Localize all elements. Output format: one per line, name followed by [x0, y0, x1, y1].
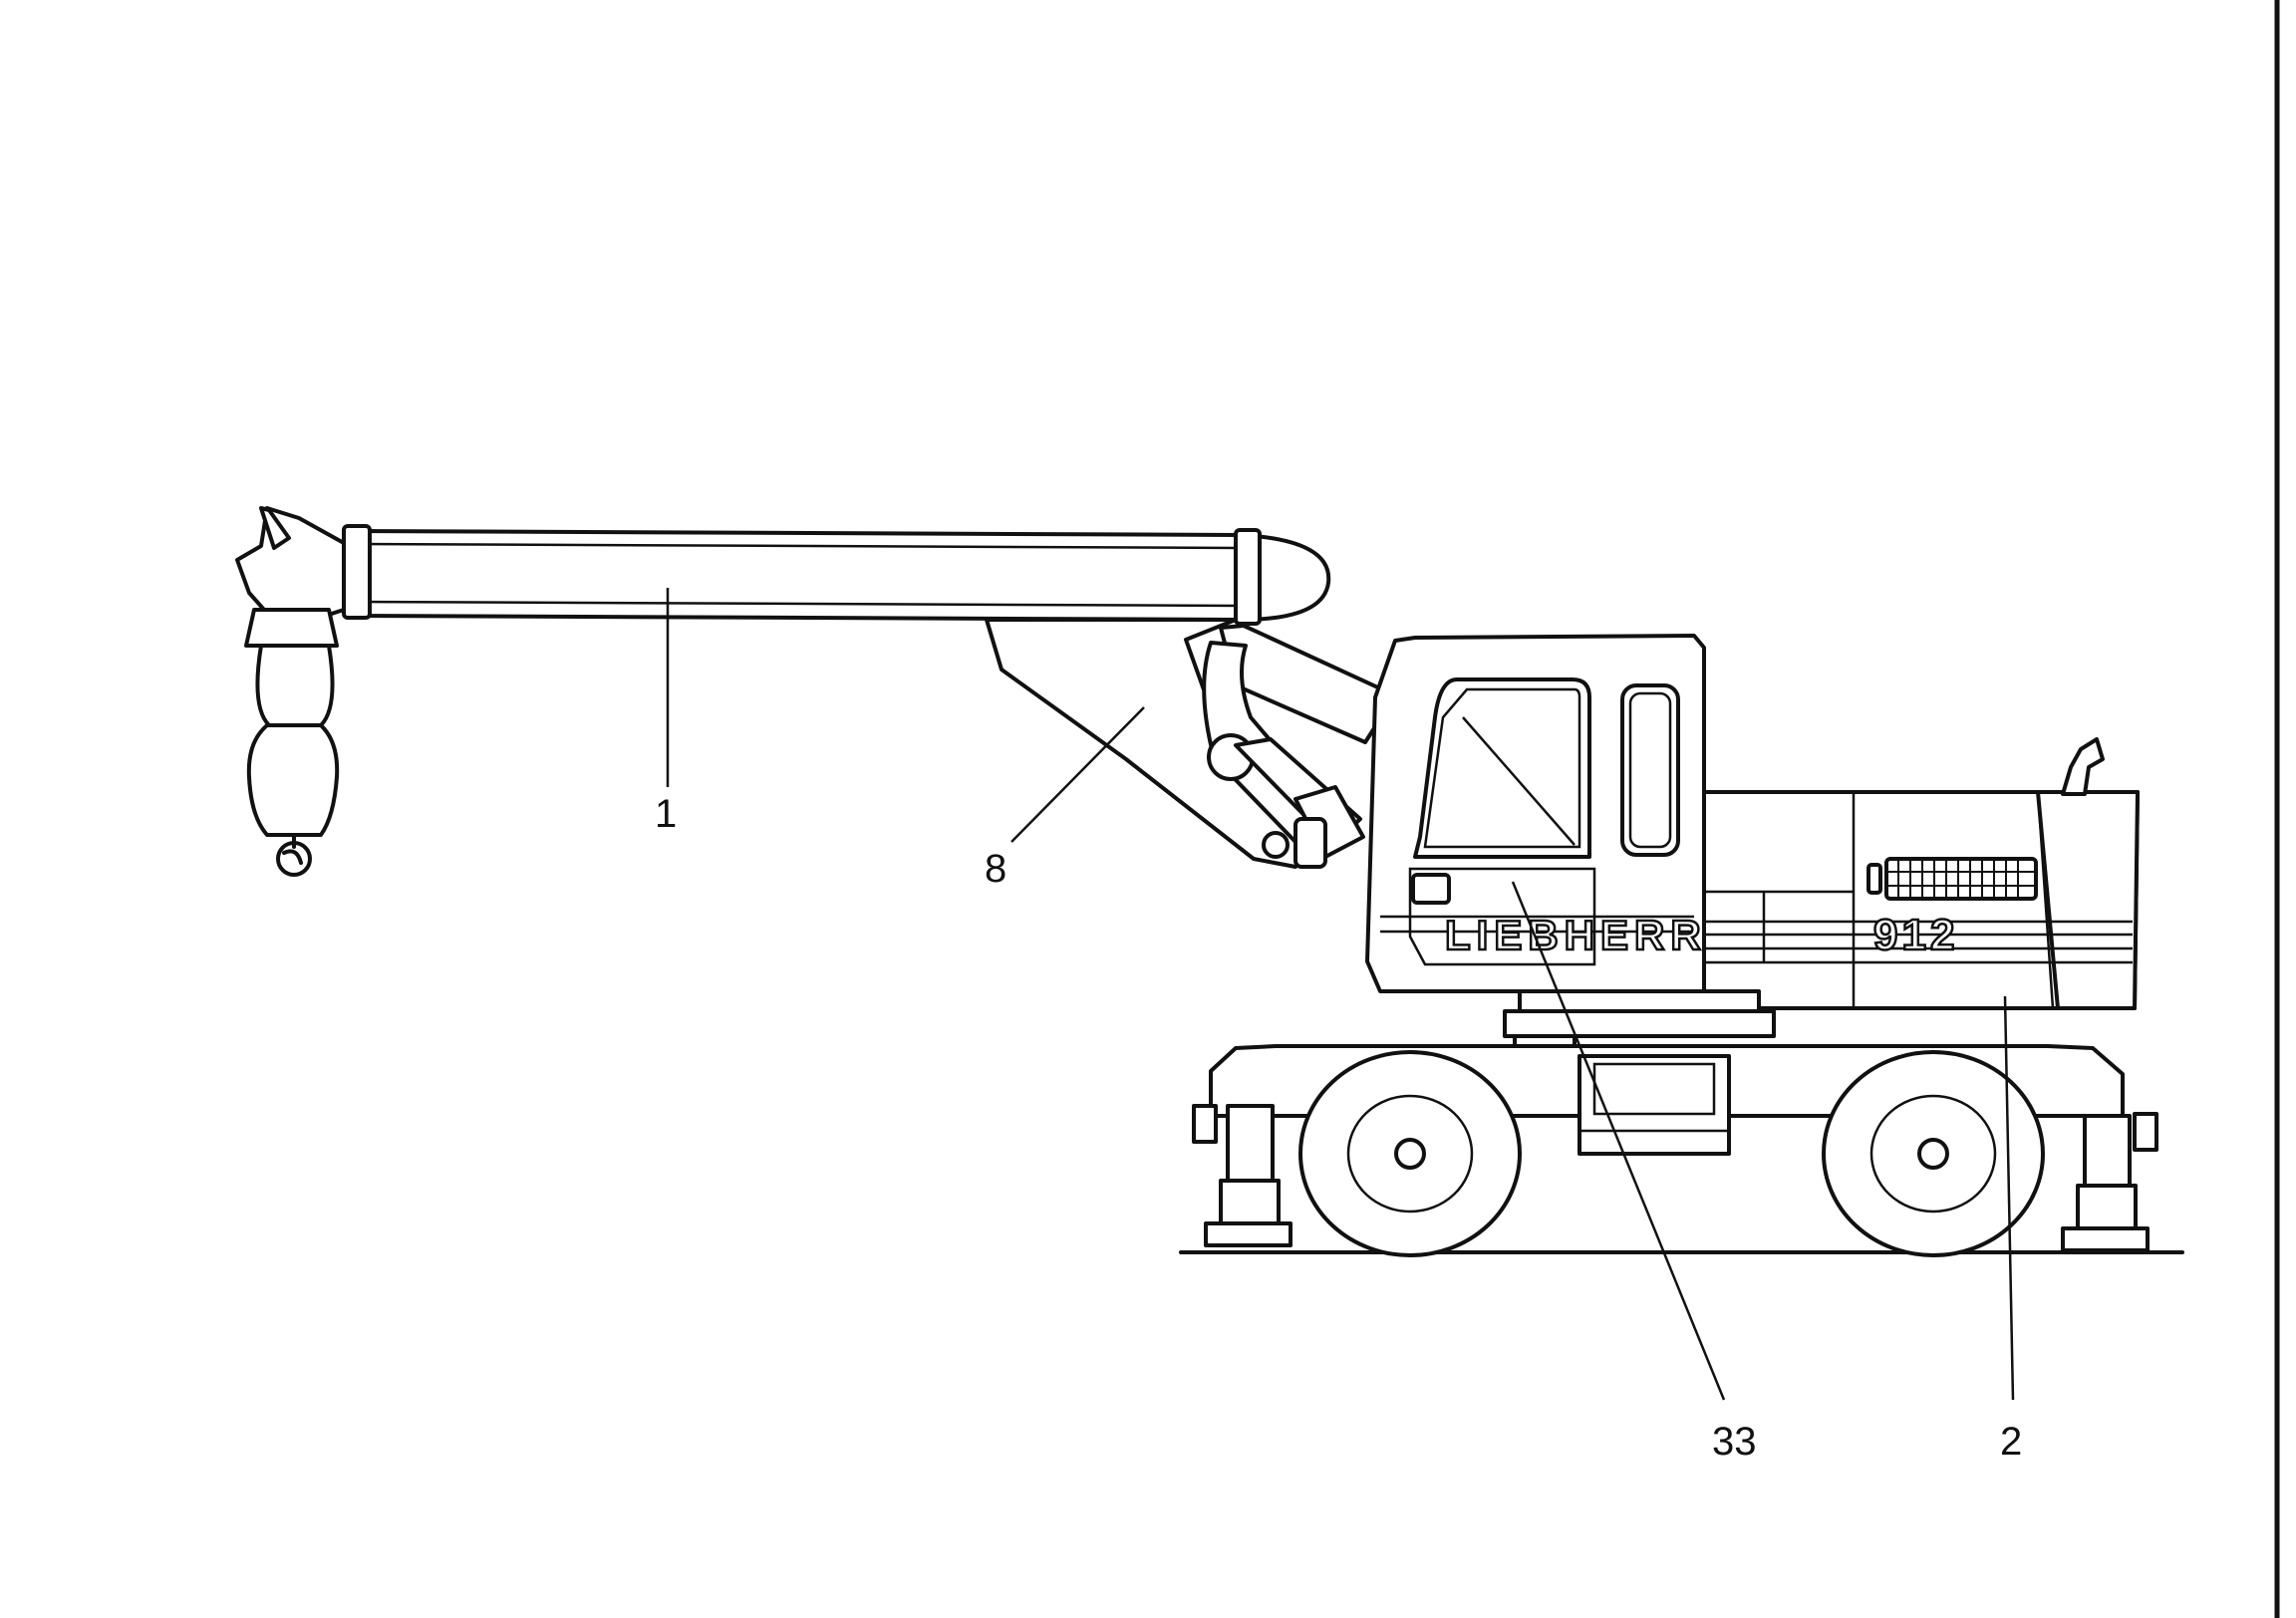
outrigger-rear — [2061, 1112, 2158, 1252]
callout-leader-33 — [1511, 881, 1726, 1401]
luffing-cylinder — [1234, 737, 1365, 869]
model-lettering: 912 — [1873, 911, 1958, 959]
callout-leader-2 — [2003, 995, 2015, 1401]
callout-label-2: 2 — [2000, 1420, 2022, 1464]
outrigger-front — [1192, 1104, 1292, 1247]
callout-leader-8 — [1010, 706, 1145, 843]
brand-lettering: LIEBHERR — [1445, 912, 1707, 958]
telescopic-boom — [342, 524, 1331, 626]
boom-head — [235, 506, 346, 877]
superstructure-housing — [1622, 737, 2140, 1010]
callout-label-33: 33 — [1712, 1420, 1757, 1464]
engine-grille — [1884, 857, 2038, 901]
wheel-rear — [1822, 1050, 2045, 1257]
wheel-front — [1298, 1050, 1522, 1257]
callout-label-8: 8 — [985, 847, 1006, 891]
callout-label-1: 1 — [655, 792, 677, 836]
operator-cab: LIEBHERR — [1365, 634, 1707, 993]
cab-door — [1408, 867, 1596, 966]
cab-side-window — [1620, 683, 1680, 857]
